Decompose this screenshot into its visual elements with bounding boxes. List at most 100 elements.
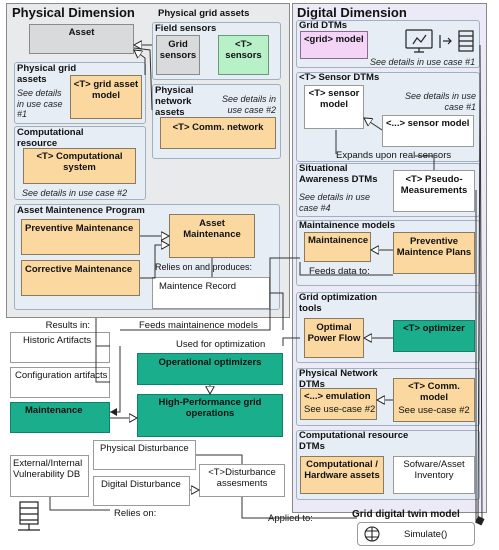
applied-to-line — [241, 497, 357, 519]
historic-artifacts-box[interactable]: Historic Artifacts — [10, 332, 110, 363]
pseudo-measurements-box[interactable]: <T> Pseudo-Measurements — [393, 170, 475, 212]
twin-trunk-end — [475, 515, 485, 526]
emulation-label: <...> emulation — [304, 391, 371, 402]
historic-artifacts-label: Historic Artifacts — [23, 335, 92, 346]
t-optimizer-box[interactable]: <T> optimizer — [393, 320, 475, 352]
situational-note: See details in use case #4 — [299, 192, 371, 213]
used-for-optimization-label: Used for optimization — [176, 339, 266, 350]
t-comm-model-label: <T> Comm. model — [408, 381, 460, 403]
twin-trunk-2 — [477, 99, 481, 523]
sub-sensor-model-box[interactable]: <...> sensor model — [382, 115, 474, 147]
preventive-maintence-plans-box[interactable]: Preventive Maintence Plans — [393, 232, 475, 274]
maintainence-models-title: Maintainence models — [299, 220, 396, 231]
computational-dtms-title: Computational resource DTMs — [299, 430, 409, 452]
historic-to-maint-line — [110, 346, 121, 416]
software-inventory-label: Sofware/Asset Inventory — [403, 459, 465, 481]
t-sensor-model-label: <T> sensor model — [308, 88, 360, 110]
operational-optimizers-box[interactable]: Operational optimizers — [137, 353, 283, 385]
field-sensors-title: Field sensors — [155, 23, 217, 34]
disturbance-assesments-box[interactable]: <T>Disturbance assesments — [199, 464, 285, 497]
grid-sensors-label: Grid sensors — [159, 39, 197, 61]
computational-resource-title: Computational resource — [17, 127, 84, 149]
gridasset-to-asset-line — [134, 50, 146, 75]
maintence-record-box[interactable]: Maintence Record — [152, 277, 270, 309]
maintenance-teal-label: Maintenance — [25, 405, 83, 416]
preventive-maintence-plans-label: Preventive Maintence Plans — [396, 236, 472, 258]
network-dtms-title: Physical Network DTMs — [299, 368, 378, 390]
configuration-artifacts-label: Configuration artifacts — [15, 370, 108, 381]
emulation-note: See use-case #2 — [304, 404, 376, 415]
physical-dimension-title: Physical Dimension — [12, 5, 135, 20]
maintainence-box[interactable]: Maintainence — [304, 232, 371, 262]
emulation-box[interactable]: <...> emulation See use-case #2 — [300, 388, 377, 420]
grid-sensors-box[interactable]: Grid sensors — [156, 35, 200, 75]
t-optimizer-label: <T> optimizer — [403, 323, 465, 334]
corrective-maintenance-box[interactable]: Corrective Maintenance — [21, 260, 140, 296]
corrective-maintenance-label: Corrective Maintenance — [25, 264, 133, 275]
high-performance-operations-box[interactable]: High-Performance grid operations — [137, 394, 283, 437]
t-computational-system-box[interactable]: <T> Computational system — [23, 148, 136, 184]
software-inventory-box[interactable]: Sofware/Asset Inventory — [393, 456, 475, 494]
pseudo-to-sensor-line — [415, 155, 435, 170]
computational-note: See details in use case #2 — [22, 188, 128, 198]
t-comm-network-box[interactable]: <T> Comm. network — [160, 117, 276, 149]
physical-network-assets-title: Physical network assets — [155, 85, 194, 118]
relies-on-label: Relies on: — [114, 508, 157, 519]
t-grid-asset-model-box[interactable]: <T> grid asset model — [70, 75, 142, 119]
vulnerability-db-box[interactable]: External/Internal Vulnerability DB — [10, 455, 89, 497]
database-icon — [18, 501, 40, 531]
t-computational-system-label: <T> Computational system — [36, 151, 123, 173]
t-sensors-label: <T> sensors — [225, 39, 262, 61]
maintence-record-label: Maintence Record — [159, 281, 237, 292]
brain-icon — [364, 526, 380, 542]
optimal-power-flow-box[interactable]: Optimal Power Flow — [304, 318, 364, 358]
relies-on-produces-label: Relies on and produces: — [155, 262, 253, 272]
export-arrow-icon — [439, 35, 452, 48]
maintainence-label: Maintainence — [308, 235, 369, 246]
feeds-data-to-label: Feeds data to: — [309, 266, 370, 277]
results-in-label: Results in: — [45, 320, 90, 331]
asset-box[interactable]: Asset — [29, 24, 134, 54]
grid-dtms-title: Grid DTMs — [299, 20, 348, 31]
sub-sensor-model-label: <...> sensor model — [386, 118, 470, 129]
simulate-label: Simulate() — [404, 529, 448, 540]
record-to-digital-line — [270, 292, 284, 330]
grid-model-box[interactable]: <grid> model — [300, 31, 368, 59]
t-sensor-model-box[interactable]: <T> sensor model — [304, 85, 364, 129]
physical-disturbance-box[interactable]: Physical Disturbance — [93, 440, 196, 470]
digital-disturbance-box[interactable]: Digital Disturbance — [93, 476, 190, 506]
sensor-dtms-note: See details in use case #1 — [404, 91, 476, 112]
optimal-power-flow-label: Optimal Power Flow — [307, 322, 361, 344]
grid-digital-twin-title: Grid digital twin model — [352, 509, 460, 520]
vulnerability-db-label: External/Internal Vulnerability DB — [13, 458, 83, 480]
preventive-maintenance-label: Preventive Maintenance — [25, 223, 134, 234]
phys-dist-line — [196, 454, 243, 464]
grid-assets-note: See details in use case #1 — [17, 88, 63, 119]
network-to-asset-line — [133, 47, 153, 111]
grid-model-label: <grid> model — [304, 34, 364, 45]
server-icon — [458, 30, 474, 52]
corrective-to-maint-line — [140, 245, 169, 279]
t-comm-model-box[interactable]: <T> Comm. model See use-case #2 — [393, 378, 475, 422]
results-config-line — [95, 346, 110, 383]
computational-hardware-label: Computational / Hardware assets — [304, 459, 380, 481]
t-comm-model-note: See use-case #2 — [398, 405, 470, 416]
t-sensors-box[interactable]: <T> sensors — [218, 35, 269, 75]
asset-label: Asset — [68, 27, 95, 38]
configuration-artifacts-box[interactable]: Configuration artifacts — [10, 367, 110, 398]
simulate-box[interactable]: Simulate() — [357, 522, 475, 546]
t-comm-network-label: <T> Comm. network — [172, 122, 264, 133]
maintenance-teal-box[interactable]: Maintenance — [10, 402, 110, 433]
preventive-maintenance-box[interactable]: Preventive Maintenance — [21, 219, 140, 255]
network-assets-note: See details in use case #2 — [221, 94, 276, 115]
relies-on-line — [49, 497, 110, 511]
feeds-models-line — [120, 257, 300, 331]
physical-grid-assets-caption: Physical grid assets — [158, 8, 250, 19]
asset-maintenance-box[interactable]: Asset Maintenance — [169, 214, 255, 258]
computational-hardware-box[interactable]: Computational / Hardware assets — [300, 456, 384, 494]
disturbance-assesments-label: <T>Disturbance assesments — [208, 467, 276, 489]
used-opt-line — [282, 337, 300, 346]
grid-optimization-title: Grid optimization tools — [299, 292, 378, 314]
